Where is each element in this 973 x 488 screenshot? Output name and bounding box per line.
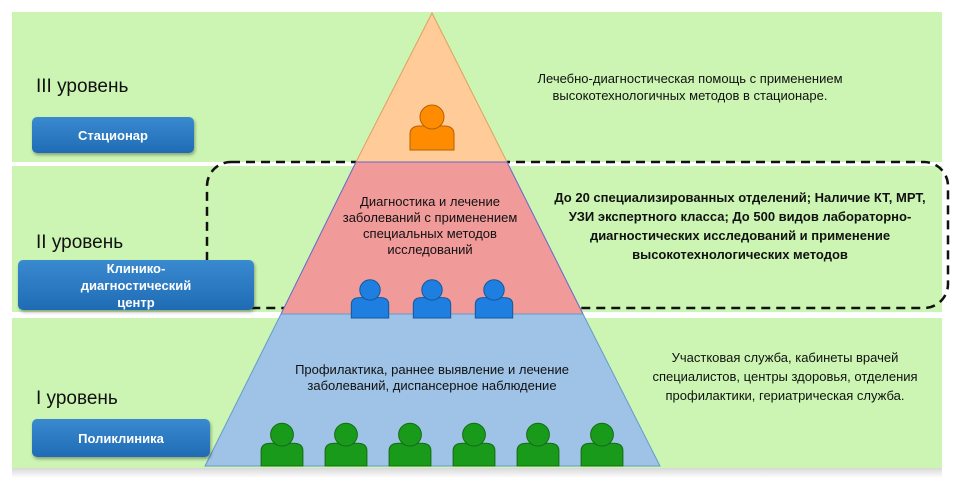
diagnostic-center-button[interactable]: Клинико-диагностический центр bbox=[18, 260, 254, 310]
level-2-description: До 20 специализированных отделений; Нали… bbox=[554, 190, 926, 262]
person-head bbox=[334, 422, 358, 447]
person-icon bbox=[324, 422, 368, 467]
person-body bbox=[580, 442, 624, 467]
level-2-dashed-frame bbox=[205, 160, 950, 310]
person-icon bbox=[350, 279, 390, 319]
person-head bbox=[419, 104, 445, 130]
person-head bbox=[483, 279, 505, 301]
level-2-label: II уровень bbox=[36, 232, 124, 253]
person-body bbox=[350, 297, 390, 319]
person-body bbox=[324, 442, 368, 467]
level-1-pyramid-text: Профилактика, раннее выявление и лечение… bbox=[295, 362, 569, 393]
person-icon bbox=[516, 422, 560, 467]
level-3-label: III уровень bbox=[36, 76, 129, 97]
person-body bbox=[474, 297, 514, 319]
person-head bbox=[398, 422, 422, 447]
person-icon bbox=[412, 279, 452, 319]
polyclinic-button[interactable]: Поликлиника bbox=[32, 419, 210, 457]
person-body bbox=[260, 442, 304, 467]
level-1-label: I уровень bbox=[36, 388, 118, 409]
person-head bbox=[462, 422, 486, 447]
person-icon bbox=[409, 104, 455, 151]
level-3-description: Лечебно-диагностическая помощь с примене… bbox=[537, 71, 843, 103]
person-body bbox=[388, 442, 432, 467]
person-body bbox=[452, 442, 496, 467]
diagnostic-center-button-label: Клинико-диагностический центр bbox=[80, 260, 192, 310]
person-head bbox=[526, 422, 550, 447]
person-body bbox=[516, 442, 560, 467]
level-1-description: Участковая служба, кабинеты врачей специ… bbox=[652, 350, 918, 403]
person-icon bbox=[474, 279, 514, 319]
person-head bbox=[421, 279, 443, 301]
level-2-pyramid-text: Диагностика и лечение заболеваний с прим… bbox=[342, 194, 518, 257]
person-icon bbox=[452, 422, 496, 467]
person-head bbox=[359, 279, 381, 301]
person-body bbox=[412, 297, 452, 319]
bottom-shadow bbox=[12, 468, 942, 478]
person-head bbox=[590, 422, 614, 447]
person-head bbox=[270, 422, 294, 447]
person-icon bbox=[260, 422, 304, 467]
person-icon bbox=[580, 422, 624, 467]
person-body bbox=[409, 125, 455, 151]
hospital-button[interactable]: Стационар bbox=[32, 117, 194, 153]
person-icon bbox=[388, 422, 432, 467]
